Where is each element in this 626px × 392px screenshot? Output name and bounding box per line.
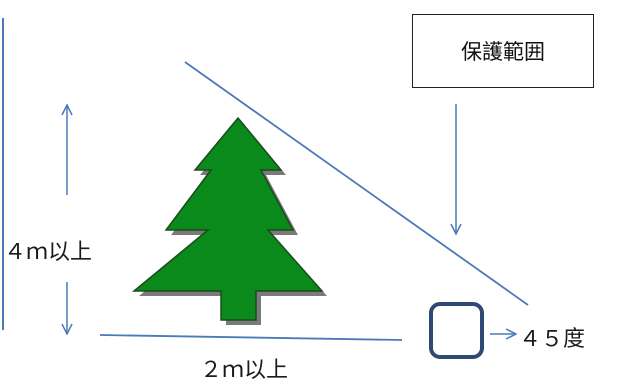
angle-line bbox=[184, 61, 529, 306]
distance-label: ２ｍ以上 bbox=[200, 358, 289, 383]
angle-label: ４５度 bbox=[519, 327, 586, 352]
ground-line bbox=[99, 334, 403, 341]
protection-range-text: 保護範囲 bbox=[461, 40, 545, 64]
tree-icon bbox=[131, 116, 324, 321]
protection-range-label: 保護範囲 bbox=[412, 14, 594, 88]
protected-object-square bbox=[429, 302, 484, 359]
height-label: ４ｍ以上 bbox=[4, 240, 93, 265]
